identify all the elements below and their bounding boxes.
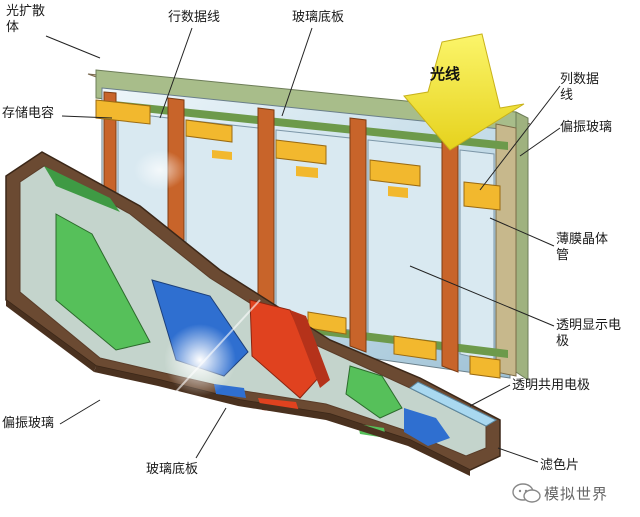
light-arrow bbox=[403, 33, 525, 151]
label-column-data-line: 列数据 线 bbox=[560, 72, 600, 103]
light-flare bbox=[134, 150, 261, 421]
wechat-icon bbox=[512, 483, 541, 503]
label-storage-capacitor: 存储电容 bbox=[2, 106, 55, 121]
label-light: 光线 bbox=[430, 65, 461, 83]
label-polarizer-right: 偏振玻璃 bbox=[560, 120, 613, 135]
label-light-diffuser: 光扩散 体 bbox=[6, 4, 46, 35]
leader-lines bbox=[45, 27, 561, 463]
label-color-filter: 滤色片 bbox=[540, 458, 580, 473]
label-glass-substrate-top: 玻璃底板 bbox=[292, 10, 345, 25]
label-glass-substrate-bottom: 玻璃底板 bbox=[146, 462, 199, 477]
thin-film-transistors bbox=[212, 150, 501, 379]
label-thin-film-transistor: 薄膜晶体 管 bbox=[556, 232, 609, 263]
label-polarizer-left: 偏振玻璃 bbox=[2, 416, 55, 431]
label-row-data-line: 行数据线 bbox=[168, 10, 221, 25]
watermark: 模拟世界 bbox=[512, 480, 636, 506]
label-transparent-display-electrode: 透明显示电 极 bbox=[556, 318, 622, 349]
storage-capacitors bbox=[95, 99, 501, 211]
label-transparent-common-electrode: 透明共用电极 bbox=[512, 378, 591, 393]
watermark-text: 模拟世界 bbox=[544, 485, 609, 503]
